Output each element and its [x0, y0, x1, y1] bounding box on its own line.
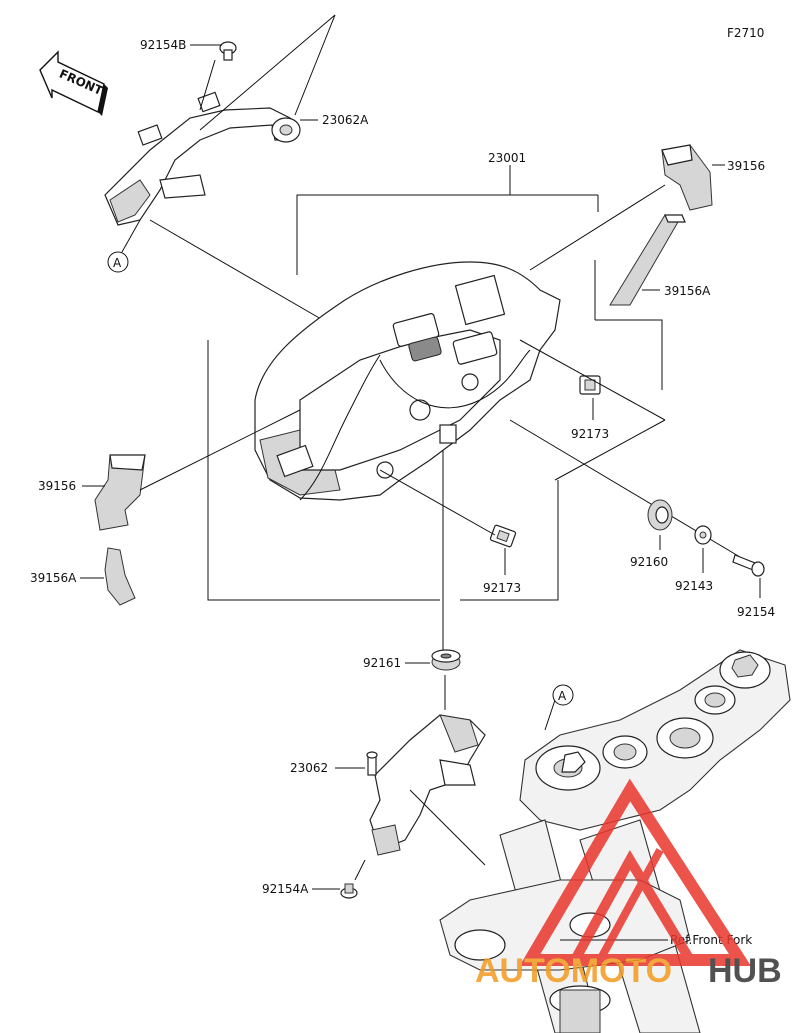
automotohub-logo: AUTOMOTO HUB	[475, 778, 782, 990]
label-92154A: 92154A	[262, 882, 309, 896]
label-92161: 92161	[363, 656, 401, 670]
label-39156A-left: 39156A	[30, 571, 77, 585]
label-92173-center: 92173	[483, 581, 521, 595]
bolt-92154a-icon	[340, 883, 358, 899]
rubber-strip-39156A-left	[104, 547, 136, 606]
rubber-strip-39156A-right	[609, 214, 686, 306]
label-23001: 23001	[488, 151, 526, 165]
figure-code: F2710	[727, 26, 764, 40]
label-39156-right: 39156	[727, 159, 765, 173]
label-92160: 92160	[630, 555, 668, 569]
headlight-bracket-23001	[254, 261, 561, 501]
label-39156A-right: 39156A	[664, 284, 711, 298]
rubber-pad-39156-right	[661, 144, 713, 211]
label-92173-right: 92173	[571, 427, 609, 441]
rubber-pad-39156-left	[94, 454, 146, 531]
clip-92173-center	[489, 524, 517, 548]
label-92143: 92143	[675, 579, 713, 593]
callout-A-lower: A	[558, 689, 567, 703]
clip-92173-right	[579, 375, 601, 395]
callout-A-upper: A	[113, 256, 122, 270]
collar-92143	[694, 525, 712, 545]
grommet-92161	[431, 649, 461, 671]
bolt-92154-icon	[732, 554, 765, 577]
watermark-text-automoto: AUTOMOTO	[475, 952, 672, 990]
label-39156-left: 39156	[38, 479, 76, 493]
label-23062A: 23062A	[322, 113, 369, 127]
grommet-92160	[647, 499, 673, 531]
label-92154B: 92154B	[140, 38, 186, 52]
front-direction-arrow: FRONT	[39, 50, 108, 116]
watermark-text-hub: HUB	[708, 952, 782, 990]
label-92154: 92154	[737, 605, 775, 619]
label-23062: 23062	[290, 761, 328, 775]
lower-bracket-23062	[366, 714, 486, 856]
upper-bracket-assembly	[104, 41, 301, 226]
